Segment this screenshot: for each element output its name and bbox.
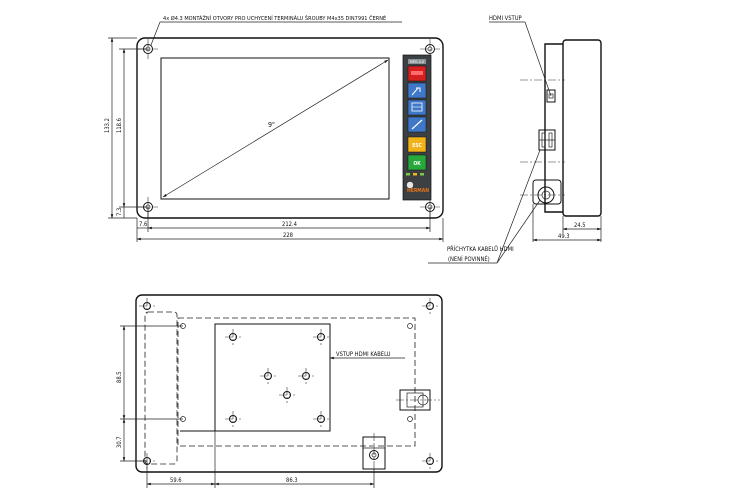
esc-button[interactable] bbox=[407, 136, 427, 153]
button-panel: MPG 4.0 ESC OK HERMAN bbox=[402, 54, 432, 201]
display-area bbox=[160, 57, 390, 200]
tool-button[interactable] bbox=[407, 82, 427, 99]
status-led-3 bbox=[420, 173, 424, 176]
rear-dimensions: 88.5 30.7 59.6 86.3 bbox=[117, 325, 375, 488]
tool-icon bbox=[411, 87, 421, 96]
strain-relief-boss bbox=[532, 179, 562, 205]
hdmi-input-leader bbox=[524, 21, 552, 97]
side-bracket-outline bbox=[544, 43, 563, 213]
side-housing-outline bbox=[562, 39, 602, 217]
hole-note: 4x Ø4.3 MONTÁŽNÍ OTVORY PRO UCHYCENÍ TER… bbox=[163, 14, 386, 22]
cable-clip-leader-1 bbox=[496, 149, 541, 264]
dim-total-width: 228 bbox=[283, 233, 293, 239]
cable-clip-rear bbox=[362, 433, 386, 474]
side-view: HDMI VSTUP PŘÍCHYTKA KABELŮ HDMI (NENÍ P… bbox=[428, 16, 602, 264]
cable-clip-side bbox=[538, 129, 556, 151]
dim-total-depth: 49.3 bbox=[558, 234, 570, 240]
cable-clip-leader-2 bbox=[496, 199, 541, 264]
hdmi-cable-input-label: VSTUP HDMI KABELU bbox=[336, 352, 391, 358]
front-view: 9" 4x Ø4.3 MONTÁŽNÍ OTVORY PRO UCHYCENÍ … bbox=[105, 14, 444, 242]
status-led-1 bbox=[406, 173, 410, 176]
dim-hole-width: 212.4 bbox=[282, 222, 298, 228]
rear-mounting-plate bbox=[214, 323, 331, 432]
rear-recess-left bbox=[144, 311, 178, 465]
hdmi-input-label: HDMI VSTUP bbox=[489, 16, 522, 22]
dim-rear-height-1: 88.5 bbox=[117, 371, 123, 383]
panel-top-label-box bbox=[408, 59, 426, 64]
dim-rear-height-2: 30.7 bbox=[117, 436, 123, 448]
front-dimensions: 133.2 118.6 7.3 7.6 212.4 228 bbox=[105, 37, 444, 242]
probe-icon bbox=[411, 119, 423, 130]
brand-logo: HERMAN bbox=[407, 188, 429, 194]
mounting-hole-top-right bbox=[420, 39, 440, 59]
rear-view: VSTUP HDMI KABELU 88.5 30.7 59.6 86.3 bbox=[117, 294, 443, 488]
rear-recess-main bbox=[177, 317, 416, 447]
esc-button-label: ESC bbox=[412, 143, 422, 149]
hdmi-port-rear bbox=[396, 389, 440, 411]
front-housing-outline bbox=[136, 37, 444, 219]
dim-bottom-offset: 7.3 bbox=[117, 208, 123, 216]
ok-button[interactable] bbox=[407, 154, 427, 171]
encoder-knob[interactable] bbox=[406, 181, 414, 189]
status-led-2 bbox=[413, 173, 417, 176]
dim-rear-width-1: 59.6 bbox=[170, 478, 182, 484]
dim-depth: 24.5 bbox=[574, 223, 586, 229]
dim-left-offset: 7.6 bbox=[139, 222, 147, 228]
display-diagonal bbox=[162, 59, 389, 198]
machine-button[interactable] bbox=[407, 99, 427, 116]
ok-button-label: OK bbox=[413, 161, 421, 167]
rear-housing-outline bbox=[135, 294, 443, 473]
hdmi-connector-side bbox=[546, 89, 556, 103]
vesa-mounting-holes bbox=[225, 329, 329, 427]
hole-note-leader bbox=[150, 21, 161, 46]
panel-top-label: MPG 4.0 bbox=[410, 59, 424, 64]
cable-clip-label: PŘÍCHYTKA KABELŮ HDMI bbox=[447, 245, 514, 253]
dim-rear-width-2: 86.3 bbox=[286, 478, 298, 484]
display-diagonal-label: 9" bbox=[268, 121, 275, 129]
cable-clip-note: (NENÍ POVINNÉ) bbox=[448, 255, 490, 263]
dim-hole-height: 118.6 bbox=[117, 118, 123, 133]
dim-total-height: 133.2 bbox=[105, 118, 111, 133]
